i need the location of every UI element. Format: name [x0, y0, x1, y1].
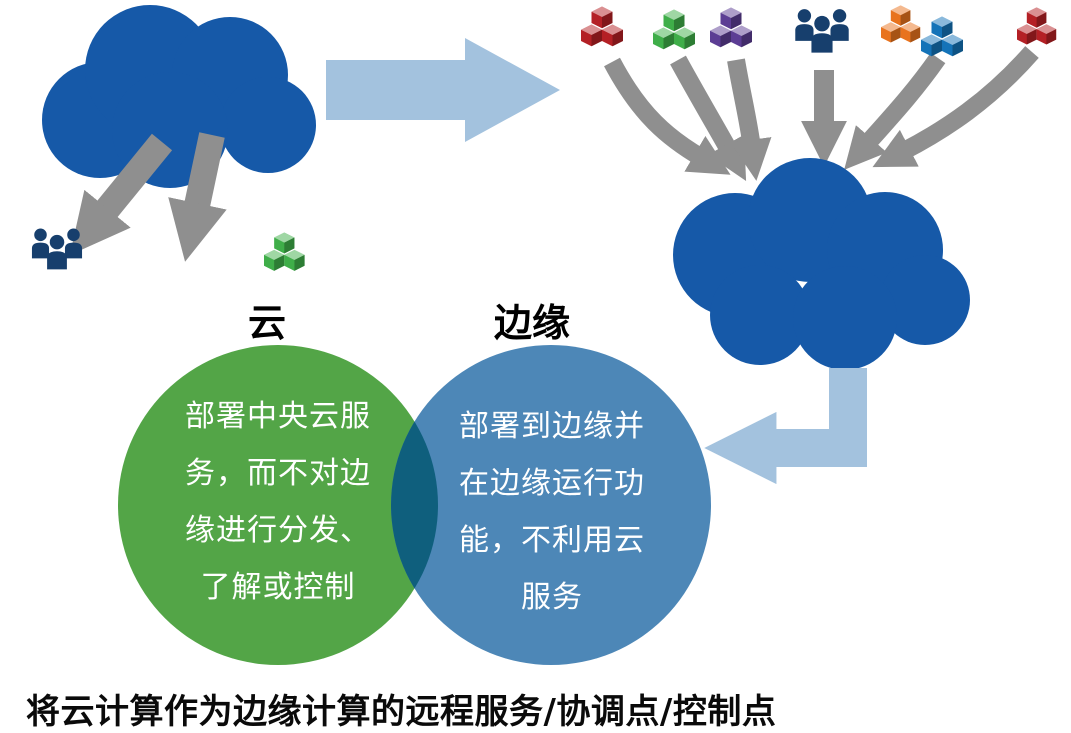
cloud-arrow-right: [168, 132, 227, 262]
venn-edge-text: 部署到边缘并在边缘运行功能，不利用云服务: [459, 409, 645, 615]
people-group-icon: [32, 229, 82, 270]
caption-text: 将云计算作为边缘计算的远程服务/协调点/控制点: [26, 692, 777, 732]
central-cloud: [42, 5, 316, 188]
cube-cluster-icon: [264, 232, 305, 270]
cloud-to-edge-arrow: [326, 38, 560, 142]
edge-to-venn-arrow: [704, 368, 867, 485]
fan-arrow-3: [727, 58, 772, 181]
cloud-arrow-left: [69, 133, 173, 256]
fan-arrow-1: [604, 57, 731, 175]
venn-circle-cloud: [118, 345, 438, 665]
cube-cluster-icon: [581, 7, 623, 47]
cube-cluster-icon: [921, 17, 963, 57]
cube-cluster-icon: [881, 5, 920, 42]
fan-arrow-6: [872, 46, 1039, 168]
edge-label: 边缘: [493, 301, 570, 345]
venn-cloud-text: 部署中央云服务，而不对边缘进行分发、了解或控制: [185, 399, 371, 605]
cloud-output-arrows: [69, 132, 227, 262]
cloud-label: 云: [247, 301, 286, 345]
people-group-icon: [795, 9, 848, 53]
edge-fan-arrows: [604, 46, 1039, 181]
cube-cluster-icon: [710, 8, 752, 48]
cube-cluster-icon: [1017, 7, 1056, 44]
cube-cluster-icon: [653, 10, 695, 50]
edge-cloud: [673, 158, 970, 370]
fan-arrow-2: [670, 55, 747, 181]
venn-circle-edge: [391, 345, 711, 665]
